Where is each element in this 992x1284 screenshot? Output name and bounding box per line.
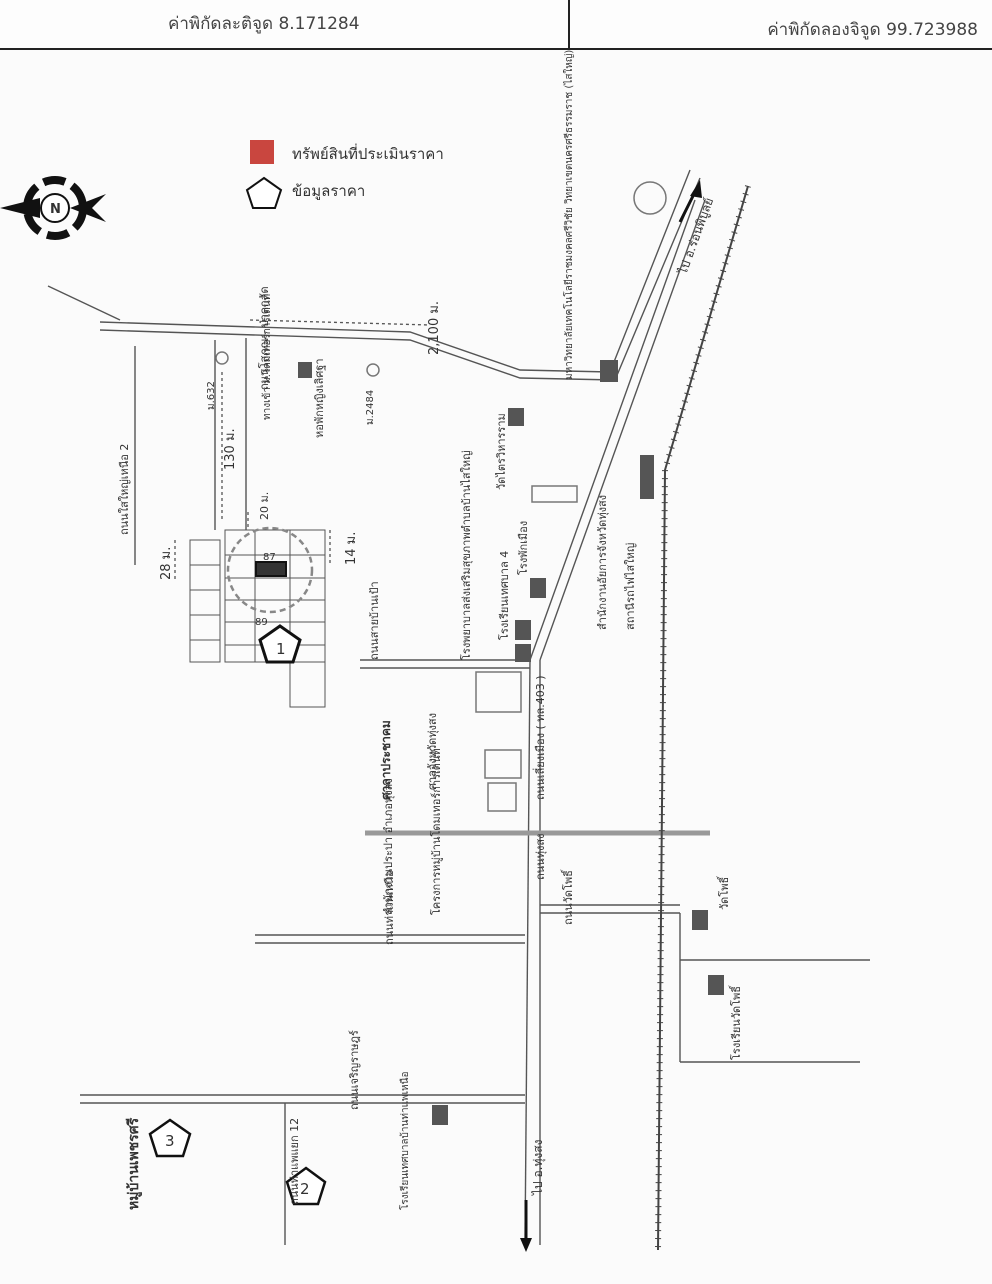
svg-text:2: 2 [300,1180,310,1198]
court-emblem-icon [484,749,522,779]
thung-song-road-label: ถนนทุ่งสง [534,834,547,880]
compass-north: N [50,202,61,217]
village-label: หมู่บ้านเพชรศรี [126,1117,142,1210]
temple-label: วัดไตรวิหารราม [495,413,508,490]
legend-appraised-asset: ทรัพย์สินที่ประเมินราคา [292,143,444,163]
longitude-label: ค่าพิกัดลองจิจูด 99.723988 [767,20,978,40]
svg-text:1: 1 [276,640,286,658]
school-po-icon [708,975,724,995]
distance-2100-label: 2,100 ม. [427,301,442,355]
comparable-3-marker: 3 [148,1118,192,1158]
school-north-label: โรงเรียนเทศบาลบ้านท่าแพเหนือ [398,1072,411,1210]
office-label: สำนักงานอัยการจังหวัดทุ่งสง [596,495,609,630]
charoen-road-label: ถนนเจริญราษฎร์ [348,1030,361,1110]
hall-label: หอพักหญิงเลิศฐา [313,359,326,439]
university-label: มหาวิทยาลัยเทคโนโลยีราชมงคลศรีวิชัย วิทย… [562,50,575,380]
to-thungsong-label: ไป อ.ทุ่งสง [531,1140,546,1196]
svg-text:3: 3 [165,1132,175,1150]
plot-number: 87 [263,552,276,563]
road-ring-label: ถนนโสภณ - ป่าดกลัด [257,286,271,390]
arrow-head-icon [520,1238,532,1252]
sao-label: สำนักงานประปา อำเภอทุ่งสง [382,778,395,915]
appraised-asset-plot [255,561,287,577]
appraised-asset-legend-swatch [250,140,274,164]
distance-28-label: 28 ม. [159,547,174,580]
comparable-2-marker: 2 [285,1166,327,1206]
plot-adjacent-number: 89 [255,617,268,628]
project-label: โครงการหมู่บ้านโดมเทอร์การเดนท์ [429,748,443,915]
road-2484-label: ม.2484 [365,390,376,425]
school-label: โรงเรียนเทศบาล 4 [497,551,511,640]
police-icon [515,644,531,662]
road-north2-label: ถนนใสใหญ่เหนือ 2 [118,444,131,535]
temple-po-icon [692,910,708,930]
hall-icon [298,362,312,378]
district-emblem-icon [487,782,517,812]
legend-price-data: ข้อมูลราคา [292,182,365,200]
bypass-label: ถนนเลี่ยงเมือง ( ทล.403 ) [532,675,547,800]
university-icon [600,360,618,382]
distance-130-label: 130 ม. [223,428,238,470]
arrow-head-icon [690,180,702,198]
subject-radius-circle [226,526,314,614]
building-icons [298,360,724,1125]
hospital-label: โรงพยาบาลส่งเสริมสุขภาพตำบลบ้านไสใหญ่ [459,450,473,660]
police-label: โรงพักเมือง [516,521,530,575]
road-marker-icon [366,363,380,377]
office-icon [531,485,578,503]
school-icon [530,578,546,598]
school-po-label: โรงเรียนวัดโพธิ์ [728,984,743,1060]
road-network [47,169,870,1246]
compass-icon: N [0,176,106,240]
temple-icon [508,408,524,426]
railway-line [655,185,751,1251]
land-plot-grid [189,529,326,708]
road-632-label: ม.632 [206,381,217,410]
coordinate-header: ค่าพิกัดละติจูด 8.171284 ค่าพิกัดลองจิจู… [0,0,992,50]
distance-20-label: 20 ม. [258,492,271,520]
tha-phae-north-label: ถนนท่าแพเหนือ [383,870,396,945]
school-north-icon [432,1105,448,1125]
train-label: สถานีรถไฟไสใหญ่ [624,543,637,630]
tha-phae-12-label: ถนนท่าแพแยก 12 [288,1118,301,1205]
court-label: ศาลจังหวัดทุ่งสง [426,713,439,790]
wat-po-road-label: ถนนวัดโพธิ์ [560,868,575,925]
temple-po-label: วัดโพธิ์ [716,875,731,910]
train-station-icon [640,455,654,499]
price-data-legend-icon [245,176,283,209]
distance-2100-line [249,319,431,326]
comparable-1-marker: 1 [258,624,302,664]
hospital-icon [515,620,531,640]
sai-ban-pao-label: ถนนสายบ้านเป้า [368,581,381,660]
header-divider [568,0,570,48]
distance-14-label: 14 ม. [344,532,359,565]
road-marker-icon [215,351,229,365]
latitude-label: ค่าพิกัดละติจูด 8.171284 [168,14,360,34]
area-name-label: ศาลาประชาคม [379,720,393,800]
provincial-emblem-icon [475,671,522,713]
university-seal-icon [633,181,667,215]
path-label: ทางเข้า ม.โดมเทอร์การเดนท์ [260,294,273,420]
